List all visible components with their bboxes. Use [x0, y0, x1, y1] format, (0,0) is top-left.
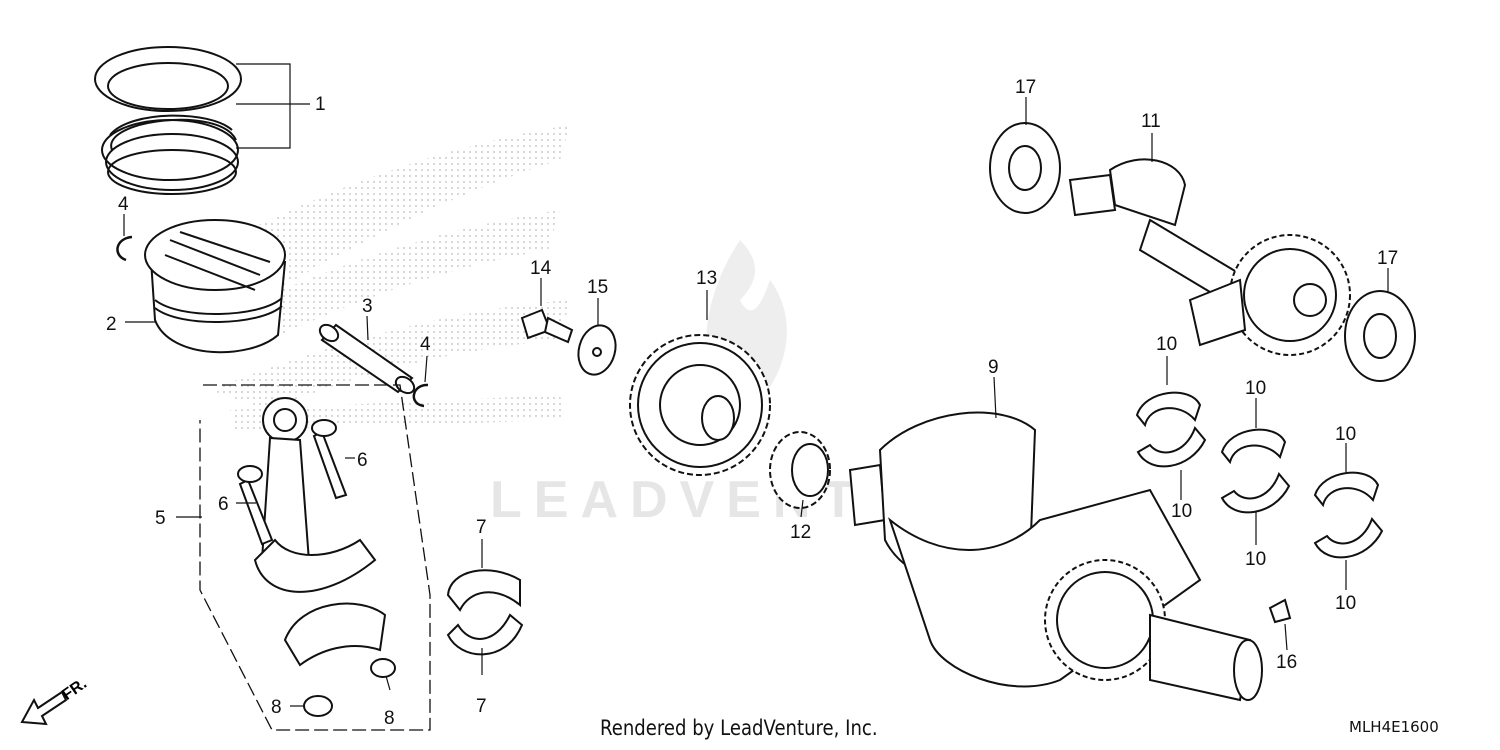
- callout-2: 2: [106, 314, 117, 335]
- callout-4-lower: 4: [420, 334, 431, 355]
- small-gear: [769, 431, 831, 509]
- callout-8-left: 8: [271, 697, 282, 718]
- callout-13: 13: [696, 268, 717, 289]
- callout-10-b-bottom: 10: [1245, 549, 1266, 570]
- front-direction-arrow-icon: [20, 690, 68, 726]
- callout-6-right: 6: [357, 450, 368, 471]
- callout-16: 16: [1276, 652, 1297, 673]
- callout-4-upper: 4: [118, 194, 129, 215]
- circlip-upper: [116, 235, 133, 262]
- callout-17-right: 17: [1377, 248, 1398, 269]
- callout-labels: 1 2 3 4 4 5 6 6 7 7 8 8 9 10 10 10 10 10…: [106, 77, 1398, 729]
- crankshaft: [848, 411, 1263, 702]
- callout-17-top: 17: [1015, 77, 1036, 98]
- render-credit: Rendered by LeadVenture, Inc.: [600, 716, 878, 740]
- rod-bolts: [237, 419, 348, 546]
- connecting-rod-group-outline: [199, 384, 431, 731]
- callout-15: 15: [587, 277, 608, 298]
- washer: [577, 324, 617, 376]
- callout-7-lower: 7: [476, 696, 487, 717]
- callout-10-c-bottom: 10: [1335, 593, 1356, 614]
- callout-10-c-top: 10: [1335, 424, 1356, 445]
- main-bearings: [1135, 391, 1384, 559]
- rod-nuts: [303, 658, 396, 717]
- callout-7-upper: 7: [476, 517, 487, 538]
- callout-14: 14: [530, 258, 552, 279]
- woodruff-key: [1268, 598, 1292, 624]
- callout-9: 9: [988, 357, 999, 378]
- callout-1: 1: [315, 94, 326, 115]
- drawing-id: MLH4E1600: [1349, 718, 1439, 736]
- leader-lines: [123, 63, 1389, 707]
- callout-10-a-top: 10: [1156, 334, 1177, 355]
- rod-bearings: [446, 569, 524, 656]
- piston-rings: [94, 46, 242, 195]
- callout-11: 11: [1141, 111, 1161, 132]
- piston: [144, 219, 287, 354]
- callout-12: 12: [790, 522, 811, 543]
- callout-6-left: 6: [218, 494, 229, 515]
- callout-8-right: 8: [384, 708, 395, 729]
- connecting-rod: [253, 397, 387, 667]
- callout-3: 3: [362, 296, 373, 317]
- callout-5: 5: [155, 508, 166, 529]
- primary-drive-gear: [629, 334, 771, 476]
- balancer-bearings: [989, 122, 1416, 382]
- piston-pin: [318, 323, 416, 395]
- callout-10-a-bottom: 10: [1171, 501, 1192, 522]
- circlip-lower: [412, 383, 429, 408]
- flange-bolt: [520, 308, 574, 344]
- balancer-shaft: [1068, 158, 1351, 356]
- callout-10-b-top: 10: [1245, 378, 1266, 399]
